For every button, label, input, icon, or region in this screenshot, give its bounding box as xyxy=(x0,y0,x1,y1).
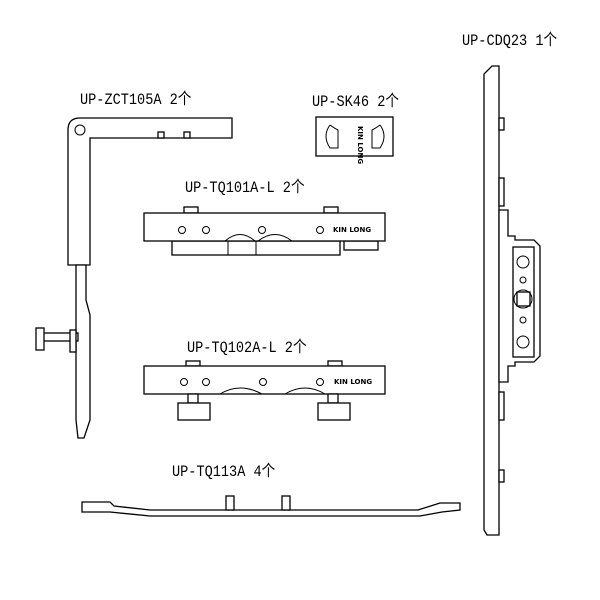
label-sk46: UP-SK46 2个 xyxy=(312,92,399,111)
part-zct105a-drawing xyxy=(35,117,233,439)
tq102a-logo: KIN LONG xyxy=(334,378,372,386)
part-tq102a-drawing: KIN LONG xyxy=(143,360,386,421)
part-tq101a-drawing: KIN LONG xyxy=(143,206,386,256)
tq101a-logo: KIN LONG xyxy=(333,226,371,234)
sk46-logo: KIN LONG xyxy=(356,126,364,164)
label-cdq23: UP-CDQ23 1个 xyxy=(462,31,557,50)
label-tq101a: UP-TQ101A-L 2个 xyxy=(185,178,305,197)
label-zct105a: UP-ZCT105A 2个 xyxy=(80,90,192,109)
part-tq113a-drawing xyxy=(81,495,461,517)
part-sk46-drawing: KIN LONG xyxy=(315,116,394,164)
label-tq102a: UP-TQ102A-L 2个 xyxy=(187,338,307,357)
label-tq113a: UP-TQ113A 4个 xyxy=(172,462,275,481)
part-cdq23-drawing xyxy=(483,65,541,536)
